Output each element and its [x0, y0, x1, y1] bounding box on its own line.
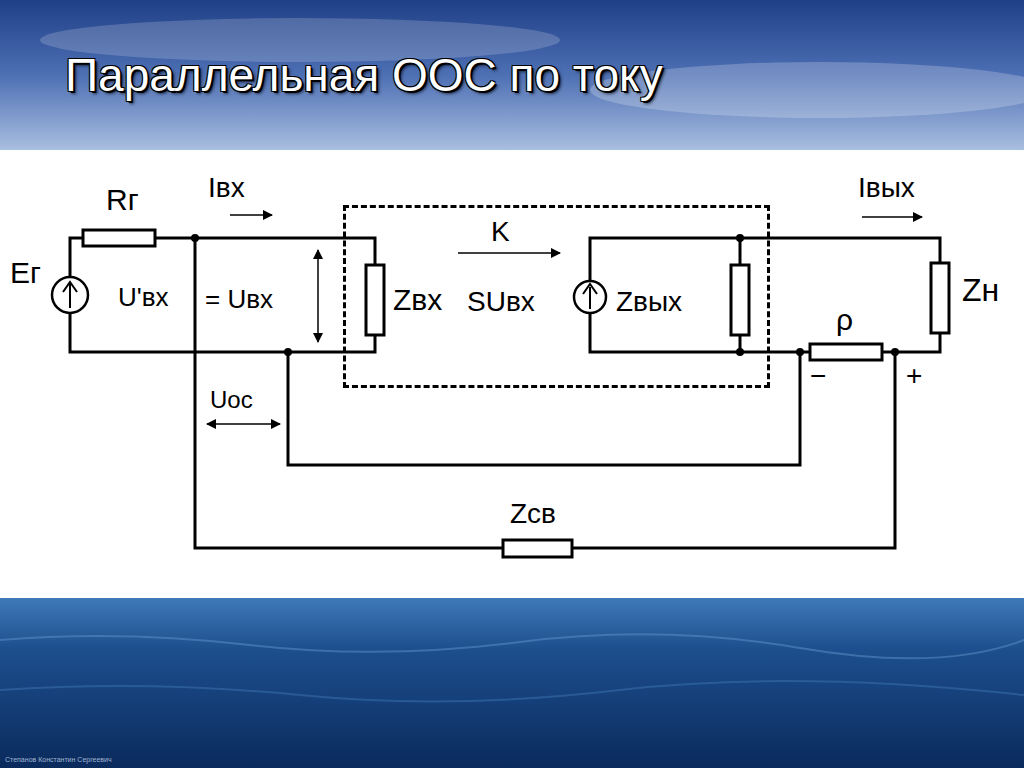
current-label: Iвх	[208, 172, 245, 204]
wire	[155, 238, 375, 265]
current-arrow	[230, 214, 272, 216]
resistor-symbol	[931, 263, 949, 333]
gain-label: K	[491, 216, 510, 248]
voltage-label: U'вх	[118, 283, 169, 313]
resistor-label: ρ	[836, 303, 853, 338]
current-label: Iвых	[858, 172, 915, 204]
voltage-label: = Uвх	[205, 285, 273, 315]
junction-dot	[736, 348, 744, 356]
wire	[70, 313, 375, 352]
wire	[195, 238, 503, 548]
resistor-symbol	[731, 265, 749, 335]
source-label: SUвх	[467, 286, 535, 318]
wire	[288, 352, 800, 465]
polarity-sign: −	[810, 360, 826, 392]
junction-dot	[736, 234, 744, 242]
wires	[70, 238, 940, 548]
amplifier-box: K Zвх SUвх Zвых	[343, 205, 770, 388]
resistor-label: Rг	[106, 183, 139, 218]
current-arrow	[862, 216, 922, 218]
voltage-arrow	[207, 423, 280, 425]
current-source-symbol	[574, 281, 606, 313]
sea-band	[0, 598, 1024, 768]
resistor-symbol	[83, 230, 155, 246]
junction-dot	[891, 348, 899, 356]
wire	[590, 238, 940, 281]
source-arrow	[583, 284, 597, 309]
source-label: Eг	[10, 256, 41, 291]
polarity-sign: +	[906, 360, 922, 392]
resistor-symbol	[503, 540, 572, 557]
wire	[590, 313, 810, 352]
junction-dot	[191, 234, 199, 242]
junction-dot	[284, 348, 292, 356]
voltage-source-symbol	[52, 277, 88, 313]
resistor-symbol	[366, 265, 384, 335]
voltage-arrow	[317, 250, 319, 342]
gain-arrow	[458, 252, 560, 254]
impedance-label: Zсв	[510, 498, 556, 530]
author-watermark: Степанов Константин Сергеевич	[5, 756, 112, 764]
source-arrow	[63, 282, 77, 308]
wire	[572, 352, 895, 548]
wire	[739, 238, 742, 265]
slide-title: Параллельная ООС по току	[65, 50, 663, 101]
voltage-label: Uос	[210, 386, 253, 414]
wave	[0, 634, 1024, 658]
impedance-label: Zвых	[616, 286, 682, 318]
white-panel	[0, 150, 1024, 598]
impedance-label: Zвх	[393, 283, 442, 318]
junction-dot	[796, 348, 804, 356]
impedance-label: Zн	[962, 272, 999, 309]
wire	[882, 333, 940, 352]
resistor-symbol	[810, 344, 882, 360]
wire	[70, 238, 83, 277]
wave	[0, 681, 1024, 701]
